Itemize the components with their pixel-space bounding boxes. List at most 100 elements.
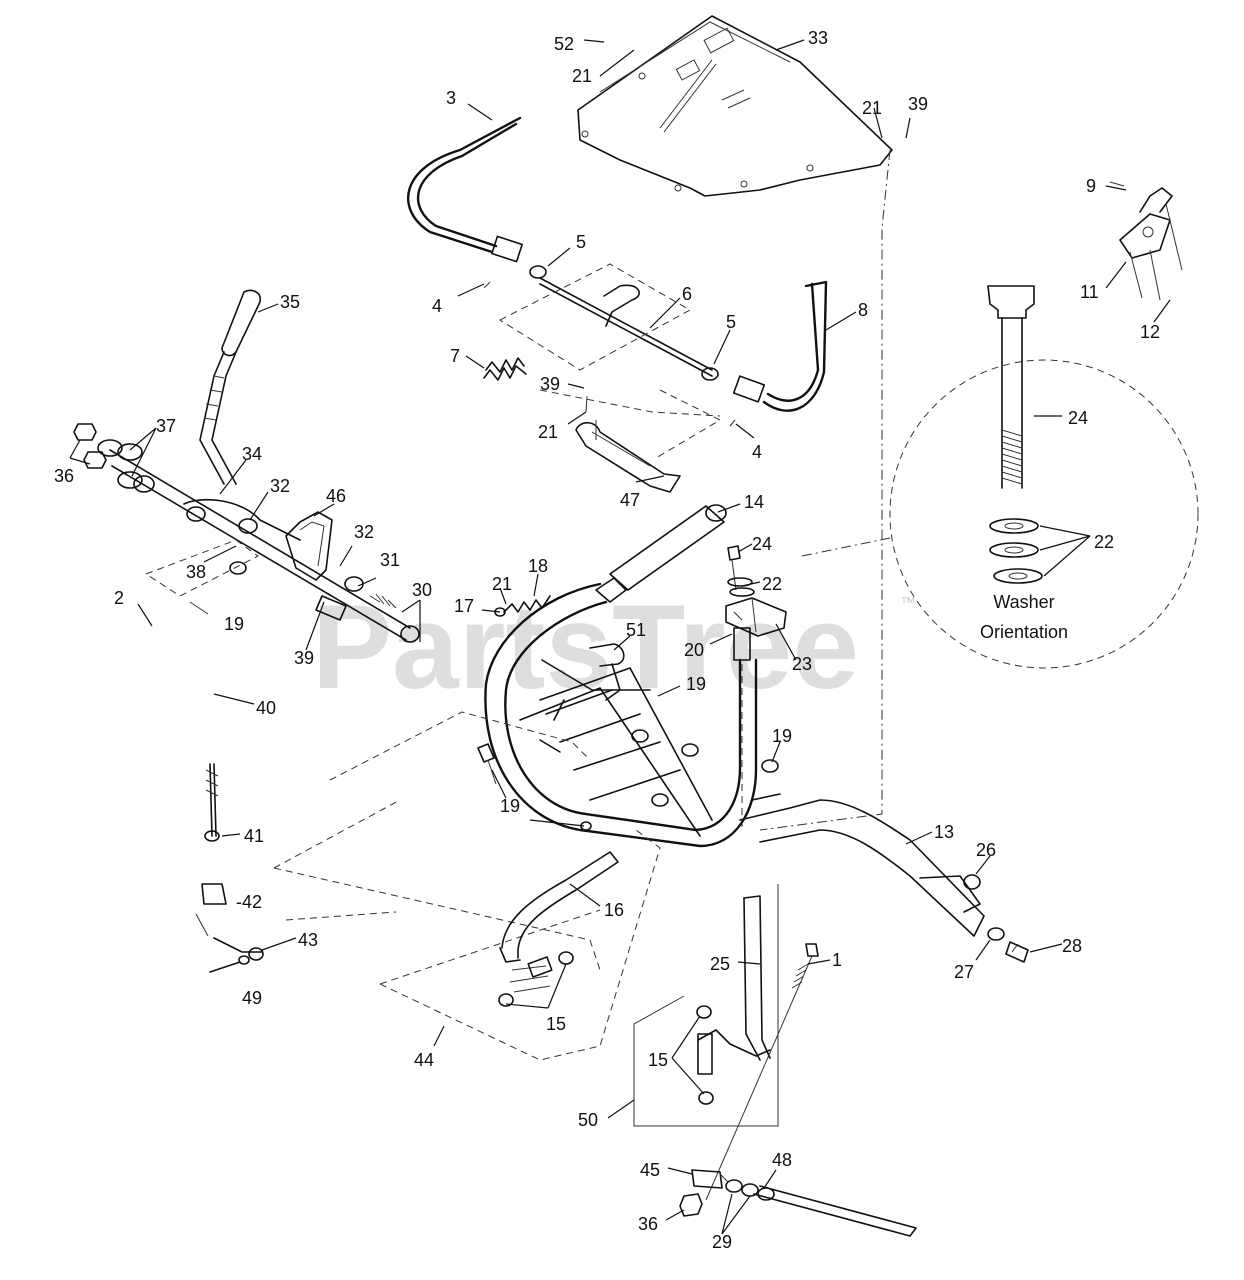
callout-21[interactable]: 21 (572, 66, 592, 86)
callout-32[interactable]: 32 (354, 522, 374, 542)
callout-24[interactable]: 24 (1068, 408, 1088, 428)
callout-5[interactable]: 5 (576, 232, 586, 252)
callout-50[interactable]: 50 (578, 1110, 598, 1130)
bushing-part-45[interactable] (691, 1169, 729, 1189)
callout-43[interactable]: 43 (298, 930, 318, 950)
callout-4[interactable]: 4 (752, 442, 762, 462)
callout-15[interactable]: 15 (648, 1050, 668, 1070)
callout-7[interactable]: 7 (450, 346, 460, 366)
callout-48[interactable]: 48 (772, 1150, 792, 1170)
washers-part-37[interactable] (97, 439, 143, 489)
callout-42[interactable]: -42 (236, 892, 262, 912)
callout-22[interactable]: 22 (762, 574, 782, 594)
spring-part-7[interactable] (483, 357, 527, 381)
post-part-20[interactable] (733, 627, 751, 830)
callout-49[interactable]: 49 (242, 988, 262, 1008)
spring-part-18[interactable] (503, 595, 551, 613)
callout-26[interactable]: 26 (976, 840, 996, 860)
bracket-part-47[interactable] (575, 420, 681, 493)
rod-part-6[interactable] (529, 265, 719, 381)
callout-46[interactable]: 46 (326, 486, 346, 506)
control-link-part-16[interactable] (499, 851, 619, 993)
callout-2[interactable]: 2 (114, 588, 124, 608)
callout-41[interactable]: 41 (244, 826, 264, 846)
callout-19[interactable]: 19 (224, 614, 244, 634)
callout-40[interactable]: 40 (256, 698, 276, 718)
callout-36[interactable]: 36 (54, 466, 74, 486)
washers-part-22-detail[interactable] (989, 518, 1043, 584)
washers-part-22[interactable] (727, 577, 755, 597)
callout-14[interactable]: 14 (744, 492, 764, 512)
callout-31[interactable]: 31 (380, 550, 400, 570)
callout-36[interactable]: 36 (638, 1214, 658, 1234)
callout-6[interactable]: 6 (682, 284, 692, 304)
nut-part-19-rear[interactable] (761, 759, 779, 773)
callout-52[interactable]: 52 (554, 34, 574, 54)
callout-33[interactable]: 33 (808, 28, 828, 48)
callout-35[interactable]: 35 (280, 292, 300, 312)
cable-end-part-41[interactable] (204, 763, 220, 842)
callout-19[interactable]: 19 (772, 726, 792, 746)
bolt-part-1[interactable] (705, 943, 819, 1201)
bolt-part-19-frame[interactable] (477, 743, 497, 785)
bolt-part-43[interactable] (213, 937, 264, 961)
cable-part-8[interactable] (732, 280, 828, 412)
bushings-part-15-kit[interactable] (696, 1005, 714, 1105)
callout-15[interactable]: 15 (546, 1014, 566, 1034)
kit-box-part-50[interactable] (633, 884, 779, 1127)
seat-pan-part-33[interactable] (577, 15, 893, 197)
cable-part-3[interactable] (407, 116, 523, 263)
callout-25[interactable]: 25 (710, 954, 730, 974)
callout-27[interactable]: 27 (954, 962, 974, 982)
callout-21[interactable]: 21 (492, 574, 512, 594)
callout-37[interactable]: 37 (156, 416, 176, 436)
callout-20[interactable]: 20 (684, 640, 704, 660)
bolt-part-28[interactable] (1005, 941, 1029, 963)
clamp-part-23[interactable] (725, 597, 787, 637)
bushings-part-15[interactable] (498, 951, 574, 1007)
nut-part-36-lower[interactable] (679, 1193, 703, 1217)
pin-part-49[interactable] (209, 955, 250, 973)
callout-34[interactable]: 34 (242, 444, 262, 464)
latch-assembly-part-11[interactable] (1109, 181, 1183, 301)
lever-part-34[interactable] (199, 289, 262, 485)
washer-part-26[interactable] (963, 874, 981, 890)
callout-13[interactable]: 13 (934, 822, 954, 842)
callout-1[interactable]: 1 (832, 950, 842, 970)
callout-51[interactable]: 51 (626, 620, 646, 640)
callout-24[interactable]: 24 (752, 534, 772, 554)
callout-45[interactable]: 45 (640, 1160, 660, 1180)
callout-39[interactable]: 39 (908, 94, 928, 114)
callout-3[interactable]: 3 (446, 88, 456, 108)
callout-16[interactable]: 16 (604, 900, 624, 920)
callout-19[interactable]: 19 (686, 674, 706, 694)
nuts-part-36[interactable] (73, 423, 107, 469)
callout-38[interactable]: 38 (186, 562, 206, 582)
callout-22[interactable]: 22 (1094, 532, 1114, 552)
bolt-part-39[interactable] (315, 595, 347, 621)
callout-30[interactable]: 30 (412, 580, 432, 600)
rod-part-48[interactable] (753, 1185, 917, 1237)
callout-17[interactable]: 17 (454, 596, 474, 616)
callout-21[interactable]: 21 (538, 422, 558, 442)
lever-part-25[interactable] (697, 895, 771, 1061)
callout-12[interactable]: 12 (1140, 322, 1160, 342)
callout-4[interactable]: 4 (432, 296, 442, 316)
callout-5[interactable]: 5 (726, 312, 736, 332)
callout-47[interactable]: 47 (620, 490, 640, 510)
callout-29[interactable]: 29 (712, 1232, 732, 1252)
frame-tube-part-13[interactable] (484, 582, 1005, 941)
callout-32[interactable]: 32 (270, 476, 290, 496)
callout-39[interactable]: 39 (294, 648, 314, 668)
callout-39[interactable]: 39 (540, 374, 560, 394)
rod-part-14[interactable] (595, 504, 727, 603)
seat-rails-part-51[interactable] (519, 643, 713, 837)
callout-9[interactable]: 9 (1086, 176, 1096, 196)
callout-19[interactable]: 19 (500, 796, 520, 816)
callout-8[interactable]: 8 (858, 300, 868, 320)
callout-18[interactable]: 18 (528, 556, 548, 576)
callout-21[interactable]: 21 (862, 98, 882, 118)
bolt-part-24-detail[interactable] (987, 285, 1035, 489)
clevis-part-42[interactable] (195, 883, 227, 937)
bracket-part-46[interactable] (285, 511, 333, 581)
